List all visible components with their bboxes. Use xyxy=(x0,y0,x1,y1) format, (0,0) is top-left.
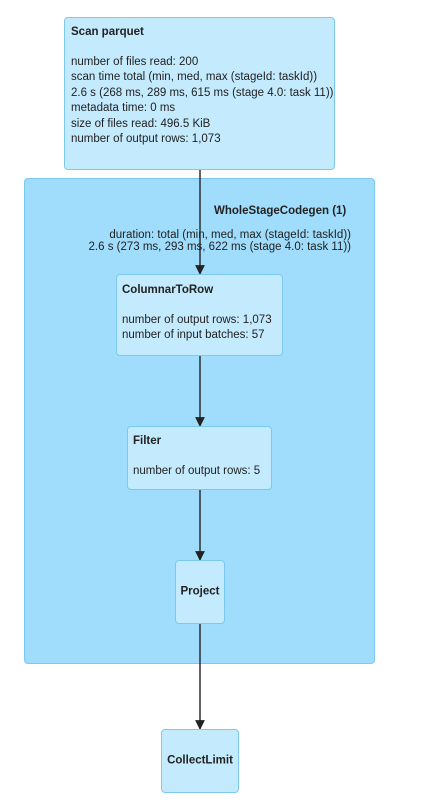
metric-line: 2.6 s (268 ms, 289 ms, 615 ms (stage 4.0… xyxy=(71,86,334,99)
metric-line: number of output rows: 1,073 xyxy=(71,133,221,145)
node-title: Scan parquet xyxy=(71,26,144,38)
metric-line: size of files read: 496.5 KiB xyxy=(71,117,211,130)
metric-line: scan time total (min, med, max (stageId:… xyxy=(71,71,318,83)
node-scan-parquet[interactable]: Scan parquet number of files read: 200 s… xyxy=(64,17,335,170)
metric-line: metadata time: 0 ms xyxy=(71,102,176,114)
node-title: ColumnarToRow xyxy=(122,284,214,296)
node-project[interactable]: Project xyxy=(175,560,225,624)
metric-line: number of input batches: 57 xyxy=(122,329,265,341)
node-title: Project xyxy=(180,585,220,598)
metric-line: number of output rows: 5 xyxy=(133,464,261,477)
node-title: Filter xyxy=(133,435,162,447)
cluster-title: WholeStageCodegen (1) xyxy=(214,205,347,217)
metric-line: number of files read: 200 xyxy=(71,55,199,68)
cluster-duration-value: 2.6 s (273 ms, 293 ms, 622 ms (stage 4.0… xyxy=(88,241,351,253)
node-columnartorow[interactable]: ColumnarToRow number of output rows: 1,0… xyxy=(116,274,283,356)
node-collectlimit[interactable]: CollectLimit xyxy=(161,729,239,793)
node-title: CollectLimit xyxy=(167,754,233,767)
cluster-duration-label: duration: total (min, med, max (stageId:… xyxy=(109,229,351,241)
node-filter[interactable]: Filter number of output rows: 5 xyxy=(127,426,272,490)
metric-line: number of output rows: 1,073 xyxy=(122,313,272,326)
